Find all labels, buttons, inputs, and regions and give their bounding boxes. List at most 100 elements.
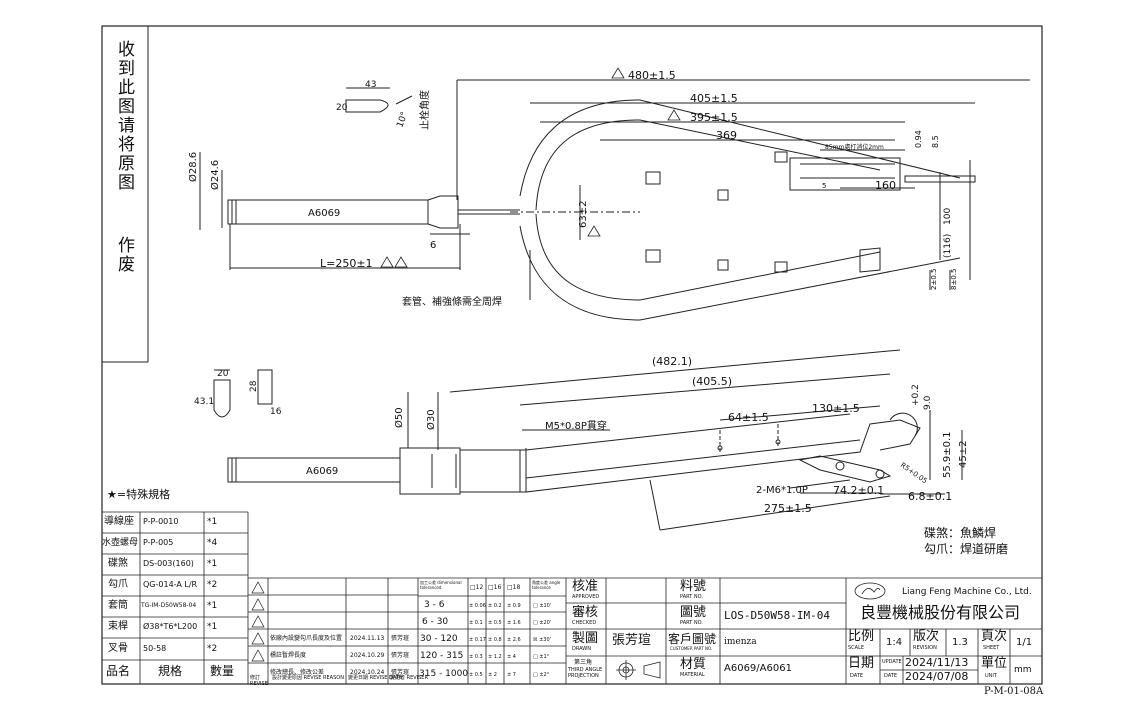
dim-dia30: Ø30 xyxy=(425,409,437,430)
revision-header-reason: 設計變更原因 REVISE REASON xyxy=(272,675,344,681)
revision-date: 2024.10.24 xyxy=(350,669,385,676)
tol-cell: □ ±10' xyxy=(533,603,552,609)
bom-qty: *4 xyxy=(207,538,218,548)
slot-note: 85mm處打消位2mm xyxy=(825,143,884,151)
dim-100: 100 xyxy=(943,208,953,225)
dim-45: 45±2 xyxy=(958,441,969,468)
top-view xyxy=(199,79,1030,321)
tol-cell: □ ±1° xyxy=(533,654,550,660)
third-angle-projection-icon xyxy=(616,660,661,680)
approved-en: APPROVED xyxy=(572,594,600,600)
update-value: 2024/11/13 xyxy=(905,656,969,669)
side-detail-20: 20 xyxy=(217,369,229,379)
drawing-no-label: 圖號 xyxy=(680,605,707,620)
revision-reason: 標註暫焊長度 xyxy=(270,652,307,659)
revision-by: 張芳瑄 xyxy=(391,669,410,676)
scale-value: 1:4 xyxy=(886,637,903,648)
checked-en: CHECKED xyxy=(572,620,597,626)
bom-spec: 50-58 xyxy=(143,644,167,653)
dim-094: 0.94 xyxy=(914,130,923,148)
tol-cell: □ ±2° xyxy=(533,672,550,678)
revision-header-date: 變更日期 REVISE DATE xyxy=(348,675,403,681)
bom-name: 套筒 xyxy=(108,600,128,611)
dim-275: 275±1.5 xyxy=(764,502,812,515)
dim-dia246: Ø24.6 xyxy=(209,160,221,190)
tol-cell: ± 0.5 xyxy=(469,672,483,678)
third-angle-en: THIRD ANGLE PROJECTION xyxy=(568,667,603,679)
company-en: Liang Feng Machine Co., Ltd. xyxy=(902,587,1032,597)
tol-range: 315 - 1000 xyxy=(419,669,469,679)
tol-cell: ± 7 xyxy=(507,672,516,678)
scale-label: 比例 xyxy=(848,629,875,644)
m6-note: 2-M6*1.0P xyxy=(756,485,808,496)
dim-405: 405±1.5 xyxy=(690,92,738,105)
tol-cell: ± 0.5 xyxy=(488,620,502,626)
drawn-label: 製圖 xyxy=(572,631,599,646)
dim-2: 2±0.5 xyxy=(930,269,938,290)
dim-559: 55.9±0.1 xyxy=(942,431,953,478)
scale-en: SCALE xyxy=(848,645,865,651)
dim-395: 395±1.5 xyxy=(690,111,738,124)
m5-note: M5*0.8P貫穿 xyxy=(545,419,607,432)
customer-en: CUSTOMER PART NO. xyxy=(670,646,713,651)
drawer-name: 張芳瑄 xyxy=(612,633,652,648)
revision-label: 版次 xyxy=(913,629,940,644)
bom-spec: Ø38*T6*L200 xyxy=(143,622,198,631)
dim-405b: (405.5) xyxy=(692,375,732,388)
sheet-en: SHEET xyxy=(983,645,1000,651)
sheet-label: 頁次 xyxy=(981,629,1008,644)
bom-spec: P-P-0010 xyxy=(143,517,179,526)
tol-cell: ± 0.3 xyxy=(469,654,483,660)
revision-en: REVISION xyxy=(913,645,937,651)
tol-cell: ± 1.6 xyxy=(507,620,521,626)
dim-dia50: Ø50 xyxy=(393,407,405,428)
material-en: MATERIAL xyxy=(680,672,705,678)
brake-weld-note: 碟煞：魚鱗焊 xyxy=(924,525,996,540)
tol-range: 120 - 315 xyxy=(420,651,464,661)
drawn-en: DRAWN xyxy=(572,646,591,652)
sheet-value: 1/1 xyxy=(1016,637,1033,648)
dim-dia286: Ø28.6 xyxy=(187,152,199,182)
tol-cell: ± 0.2 xyxy=(488,603,502,609)
bom-qty: *1 xyxy=(207,559,218,569)
part-no-label: 料號 xyxy=(680,579,707,594)
tol-header: □16 xyxy=(488,584,502,591)
side-detail-43: 43.1 xyxy=(194,397,214,407)
revision-header-no: 修訂 REVISE xyxy=(250,675,268,687)
date-en: DATE xyxy=(850,673,864,679)
unit-label: 單位 xyxy=(981,656,1008,671)
unit-en: UNIT xyxy=(985,673,997,679)
bom-header-spec: 規格 xyxy=(158,664,183,678)
tol-cell: ± 2.6 xyxy=(507,637,521,643)
dim-02: +0.2 xyxy=(911,384,921,406)
company-logo xyxy=(854,582,886,600)
revision-date: 2024.11.13 xyxy=(350,635,385,642)
dim-63: 63±2 xyxy=(578,201,589,228)
customer-label: 客戶圖號 xyxy=(668,632,717,646)
material-label: 材質 xyxy=(680,657,707,672)
tol-header: 角度公差 angle tolerance xyxy=(532,580,561,590)
tol-cell: ± 0.8 xyxy=(488,637,502,643)
dim-369: 369 xyxy=(716,129,737,142)
sheet-border xyxy=(101,25,1043,685)
bom-spec: DS-003(160) xyxy=(143,559,194,568)
tol-cell: ± 0.1 xyxy=(469,620,483,626)
bom-name: 碟煞 xyxy=(108,558,128,569)
tol-cell: □ ±20' xyxy=(533,620,552,626)
detail-43: 43 xyxy=(365,80,376,90)
tol-header: 加工公差 dimensional toleranced xyxy=(420,580,462,590)
date-label: 日期 xyxy=(848,656,875,671)
tol-cell: ± 4 xyxy=(507,654,516,660)
date2-label: DATE xyxy=(884,673,898,679)
checked-label: 審核 xyxy=(572,605,599,620)
revision-table-lines xyxy=(248,577,1042,684)
revision-value: 1.3 xyxy=(952,637,968,648)
bom-header-name: 品名 xyxy=(106,664,131,678)
r-note: R5+0.05 xyxy=(899,461,929,485)
angle-note: 止栓角度 xyxy=(418,90,431,130)
third-angle-label: 第三角 xyxy=(574,659,593,666)
bom-qty: *1 xyxy=(207,601,218,611)
unit-value: mm xyxy=(1014,665,1032,675)
